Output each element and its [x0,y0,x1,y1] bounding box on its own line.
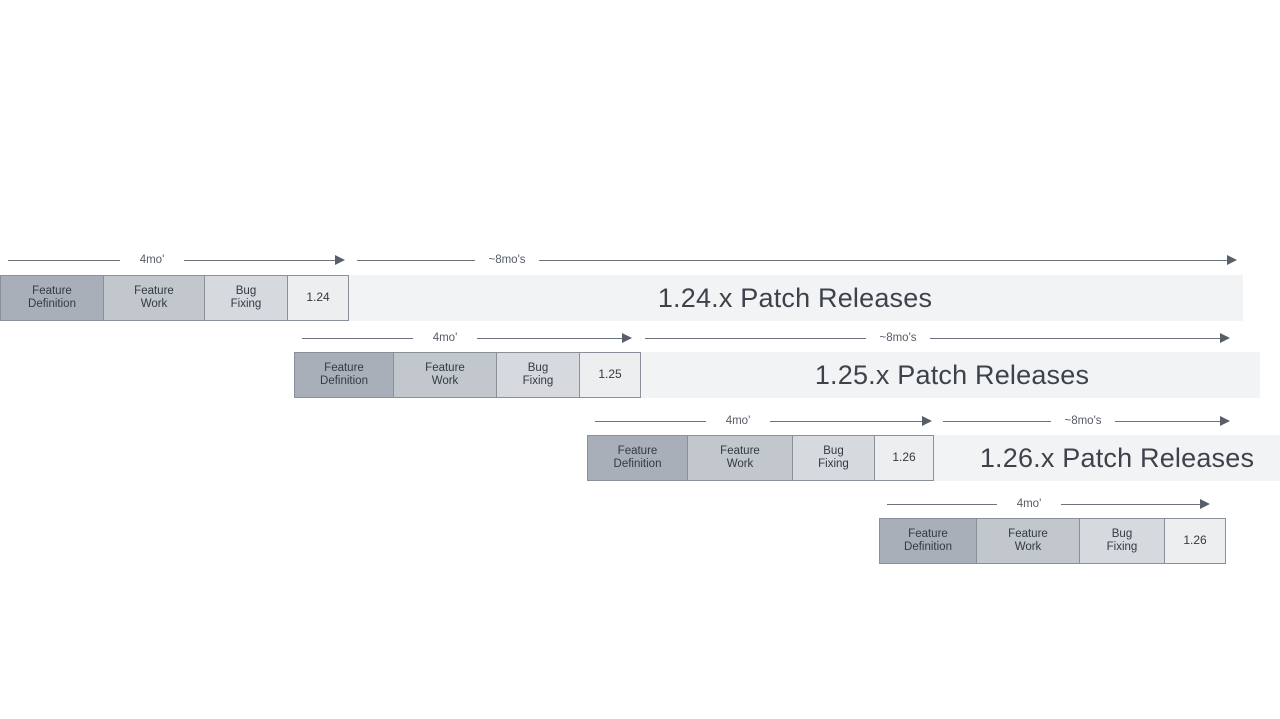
duration-label: 4mo' [432,332,458,344]
measure-rule-left [8,260,120,261]
phase-label-line: Work [1014,541,1042,553]
phase-label-line: Fixing [522,375,554,387]
phase-label-line: Bug [235,284,257,297]
phase-label-line: Fixing [818,458,849,470]
phase-label-line: Feature [908,527,948,540]
phase-label-line: Feature [1008,527,1048,540]
phase-label-line: Work [431,375,459,387]
phase-box-version[interactable]: 1.26 [1164,518,1226,564]
phase-label-line: Work [140,298,168,310]
measure-rule-left [645,338,866,339]
phase-label-line: Definition [320,375,368,387]
phase-box-version[interactable]: 1.24 [287,275,349,321]
phase-label-line: Fixing [230,298,262,310]
measure-rule-right [1061,504,1201,505]
arrow-head-icon [922,416,932,426]
development-duration-arrow-1.25: 4mo' [302,329,632,347]
duration-label: ~8mo's [488,254,526,266]
patch-duration-arrow-1.25: ~8mo's [645,329,1230,347]
arrow-head-icon [1220,416,1230,426]
phase-label-line: Bug [823,444,844,457]
phase-label-line: Feature [617,444,658,457]
phase-label-line: 1.25 [598,367,622,382]
patch-release-label: 1.26.x Patch Releases [979,442,1255,473]
measure-rule-left [595,421,706,422]
phase-label-line: Bug [1111,527,1133,540]
measure-rule-left [302,338,413,339]
patch-duration-arrow-1.24: ~8mo's [357,251,1237,269]
arrow-head-icon [1227,255,1237,265]
arrow-head-icon [622,333,632,343]
arrow-head-icon [1220,333,1230,343]
duration-label: ~8mo's [1064,415,1102,427]
measure-rule-right [770,421,923,422]
phase-label-line: Definition [904,541,952,553]
measure-rule-left [357,260,475,261]
phase-label-line: Definition [613,458,662,470]
development-duration-arrow-1.24: 4mo' [8,251,345,269]
measure-rule-right [184,260,336,261]
phase-label-line: Work [726,458,754,470]
phase-label-line: 1.24 [306,290,330,305]
patch-release-label: 1.24.x Patch Releases [657,282,933,313]
measure-rule-right [477,338,623,339]
measure-rule-right [1115,421,1221,422]
phase-label-line: 1.26 [892,450,916,465]
arrow-head-icon [335,255,345,265]
phase-label-line: Feature [425,361,465,374]
measure-rule-right [930,338,1221,339]
patch-release-label: 1.25.x Patch Releases [814,359,1090,390]
phase-box-version[interactable]: 1.25 [579,352,641,398]
phase-label-line: Fixing [1106,541,1138,553]
duration-label: 4mo' [725,415,751,427]
phase-label-line: Feature [32,284,72,297]
measure-rule-right [539,260,1228,261]
duration-label: ~8mo's [879,332,917,344]
phase-label-line: Bug [527,361,549,374]
arrow-head-icon [1200,499,1210,509]
measure-rule-left [887,504,997,505]
phase-box-version[interactable]: 1.26 [874,435,934,481]
development-duration-arrow-1.26: 4mo' [887,495,1210,513]
phase-label-line: Feature [134,284,174,297]
phase-label-line: 1.26 [1183,533,1207,548]
duration-label: 4mo' [1016,498,1042,510]
phase-label-line: Definition [28,298,76,310]
phase-label-line: Feature [324,361,364,374]
development-duration-arrow-1.26: 4mo' [595,412,932,430]
phase-label-line: Feature [720,444,760,457]
measure-rule-left [943,421,1051,422]
patch-duration-arrow-1.26: ~8mo's [943,412,1230,430]
duration-label: 4mo' [139,254,165,266]
